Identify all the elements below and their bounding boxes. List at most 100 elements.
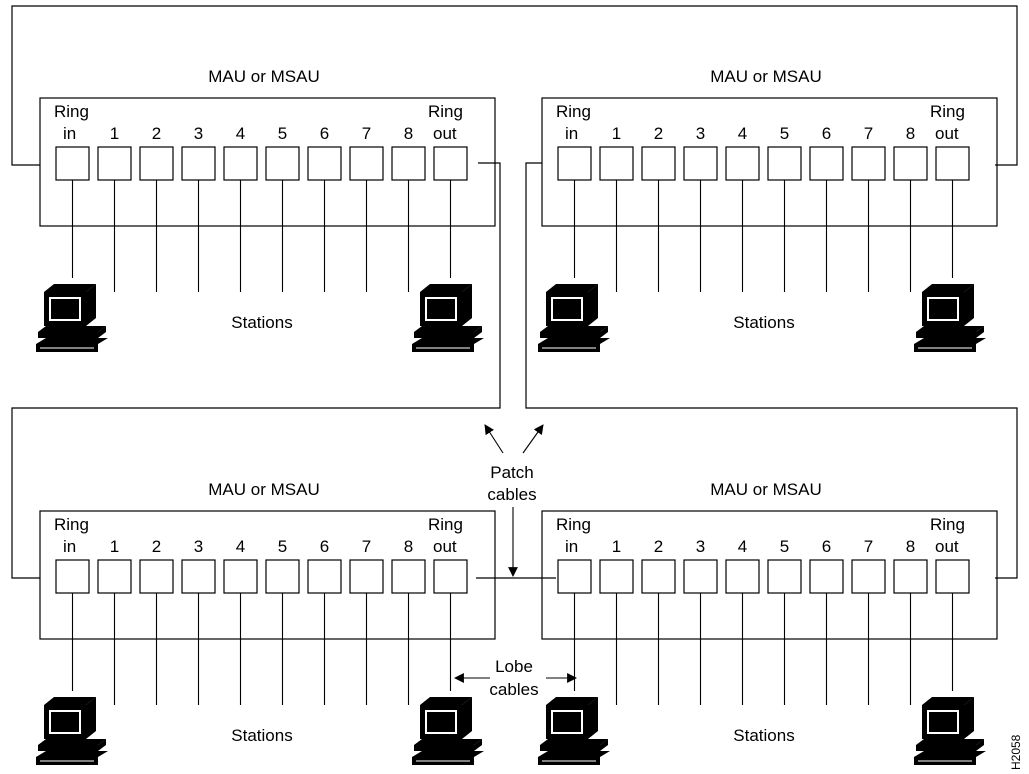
ring-cables — [11, 5, 1018, 579]
ring-out-label-line1: Ring — [930, 102, 965, 121]
port-number-label: 4 — [738, 124, 747, 143]
port-number-label: 6 — [822, 537, 831, 556]
lobe-cables-label-line2: cables — [489, 680, 538, 699]
port-5 — [767, 146, 802, 181]
ring-out-label-line2: out — [433, 124, 457, 143]
station-computer-right-icon — [914, 697, 986, 765]
station-computer-left-icon — [36, 697, 108, 765]
port-number-label: 6 — [320, 124, 329, 143]
port-7 — [349, 559, 384, 594]
ring-in-label-line1: Ring — [54, 102, 89, 121]
ring-in-label-line2: in — [63, 124, 76, 143]
port-4 — [223, 146, 258, 181]
port-number-label: 8 — [906, 537, 915, 556]
port-number-label: 8 — [906, 124, 915, 143]
ring-out-label-line2: out — [433, 537, 457, 556]
port-ring-in — [55, 559, 90, 594]
ring-in-label-line2: in — [63, 537, 76, 556]
mau-title: MAU or MSAU — [710, 480, 821, 499]
port-number-label: 2 — [654, 124, 663, 143]
ring-in-label-line2: in — [565, 537, 578, 556]
port-6 — [307, 559, 342, 594]
station-computer-left-icon — [36, 284, 108, 352]
port-3 — [683, 559, 718, 594]
port-number-label: 2 — [152, 124, 161, 143]
port-number-label: 4 — [236, 537, 245, 556]
port-number-label: 7 — [864, 124, 873, 143]
port-2 — [641, 146, 676, 181]
stations-label: Stations — [231, 726, 292, 745]
station-computer-left-icon — [538, 697, 610, 765]
mau-box — [541, 510, 998, 640]
patch-arrow-right — [522, 424, 544, 454]
port-7 — [349, 146, 384, 181]
port-ring-out — [935, 146, 970, 181]
ring-out-label-line2: out — [935, 124, 959, 143]
port-number-label: 3 — [696, 124, 705, 143]
port-2 — [139, 559, 174, 594]
port-number-label: 6 — [320, 537, 329, 556]
port-6 — [809, 559, 844, 594]
port-3 — [181, 559, 216, 594]
ring-in-label-line1: Ring — [54, 515, 89, 534]
port-number-label: 3 — [194, 537, 203, 556]
ring-out-label-line1: Ring — [930, 515, 965, 534]
port-number-label: 1 — [612, 537, 621, 556]
port-4 — [725, 146, 760, 181]
patch-cable-top-right-to-bottom — [525, 162, 1018, 579]
port-number-label: 3 — [696, 537, 705, 556]
port-number-label: 6 — [822, 124, 831, 143]
port-ring-in — [557, 559, 592, 594]
port-number-label: 3 — [194, 124, 203, 143]
port-1 — [97, 146, 132, 181]
port-3 — [181, 146, 216, 181]
ring-out-label-line1: Ring — [428, 515, 463, 534]
port-number-label: 5 — [780, 537, 789, 556]
port-8 — [893, 146, 928, 181]
port-8 — [893, 559, 928, 594]
port-7 — [851, 559, 886, 594]
stations-label: Stations — [733, 313, 794, 332]
port-5 — [265, 146, 300, 181]
port-number-label: 1 — [110, 124, 119, 143]
port-2 — [641, 559, 676, 594]
lobe-cables-label-line1: Lobe — [495, 657, 533, 676]
mau-box — [541, 97, 998, 227]
port-number-label: 7 — [864, 537, 873, 556]
stations-label: Stations — [733, 726, 794, 745]
port-number-label: 8 — [404, 124, 413, 143]
ring-out-label-line1: Ring — [428, 102, 463, 121]
ring-in-label-line1: Ring — [556, 515, 591, 534]
port-2 — [139, 146, 174, 181]
port-number-label: 5 — [278, 124, 287, 143]
port-5 — [767, 559, 802, 594]
patch-arrow-left — [484, 424, 504, 454]
port-7 — [851, 146, 886, 181]
port-4 — [223, 559, 258, 594]
port-ring-in — [55, 146, 90, 181]
station-computer-right-icon — [412, 284, 484, 352]
station-computer-right-icon — [412, 697, 484, 765]
mau-title: MAU or MSAU — [208, 480, 319, 499]
port-5 — [265, 559, 300, 594]
port-8 — [391, 146, 426, 181]
patch-cables-callout: Patch cables — [484, 424, 544, 577]
ring-in-label-line1: Ring — [556, 102, 591, 121]
mau-title: MAU or MSAU — [208, 67, 319, 86]
ring-in-label-line2: in — [565, 124, 578, 143]
port-number-label: 2 — [654, 537, 663, 556]
port-ring-out — [433, 146, 468, 181]
port-1 — [599, 146, 634, 181]
port-ring-out — [935, 559, 970, 594]
port-3 — [683, 146, 718, 181]
port-4 — [725, 559, 760, 594]
port-number-label: 2 — [152, 537, 161, 556]
station-computer-right-icon — [914, 284, 986, 352]
